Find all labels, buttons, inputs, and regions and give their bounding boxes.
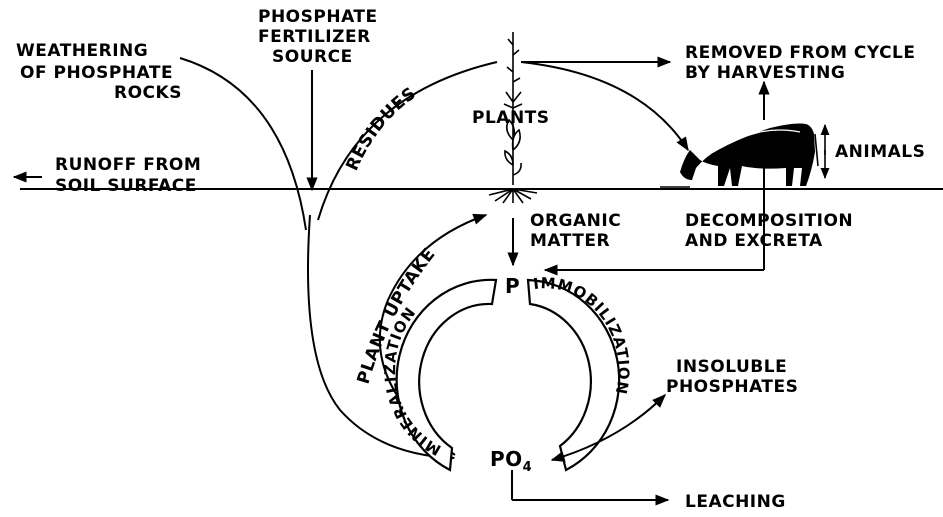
fertilizer-label: SOURCE — [272, 47, 353, 67]
organic-matter-label: MATTER — [530, 231, 610, 251]
weathering-label: OF PHOSPHATE — [20, 63, 173, 83]
fertilizer-label: PHOSPHATE — [258, 7, 378, 27]
plants-label: PLANTS — [472, 108, 550, 128]
leaching-label: LEACHING — [685, 492, 786, 512]
weathering-arrow — [180, 58, 306, 230]
runoff-label: SOIL SURFACE — [55, 176, 197, 196]
cow-icon — [660, 124, 818, 188]
weathering-label: ROCKS — [114, 83, 182, 103]
removed-label: REMOVED FROM CYCLE — [685, 43, 916, 63]
fertilizer-label: FERTILIZER — [258, 27, 371, 47]
weathering-label: WEATHERING — [16, 41, 148, 61]
decomposition-label: DECOMPOSITION — [685, 211, 853, 231]
po4-node-label: PO4 — [490, 447, 532, 475]
insoluble-label: PHOSPHATES — [666, 377, 798, 397]
p-node-label: P — [505, 274, 520, 298]
plants-to-animals-arrow — [521, 62, 688, 150]
decomposition-label: AND EXCRETA — [685, 231, 823, 251]
animals-label: ANIMALS — [835, 142, 925, 162]
residues-label: RESIDUES — [342, 84, 420, 174]
insoluble-label: INSOLUBLE — [676, 357, 787, 377]
organic-matter-label: ORGANIC — [530, 211, 621, 231]
runoff-label: RUNOFF FROM — [55, 155, 201, 175]
removed-label: BY HARVESTING — [685, 63, 845, 83]
